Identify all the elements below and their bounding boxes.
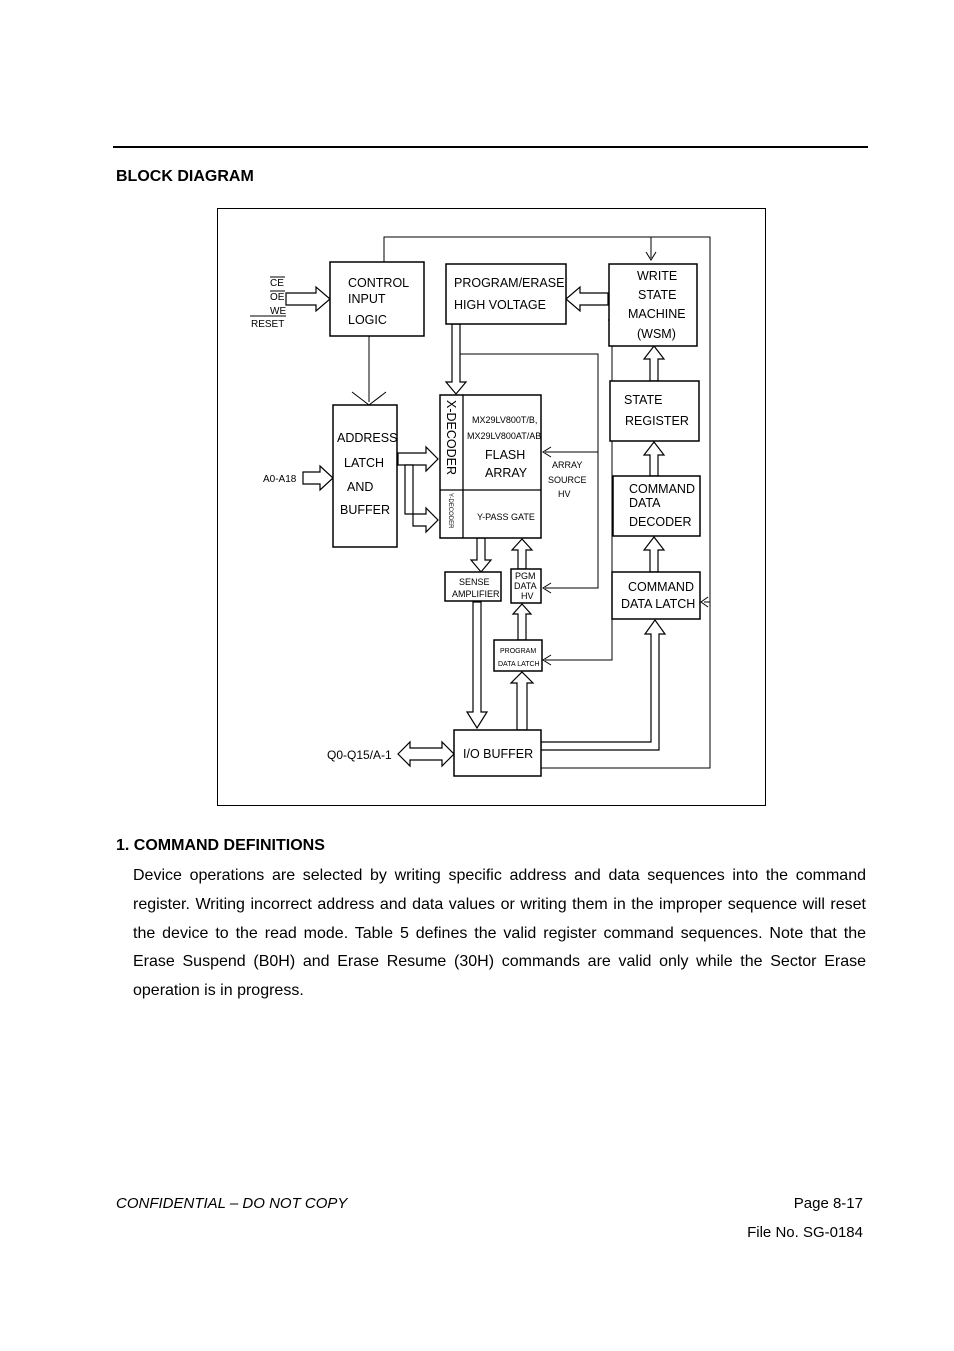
pgm-data-hv-label-2: DATA xyxy=(514,581,537,591)
wsm-label-2: STATE xyxy=(638,288,676,302)
sense-amplifier-label-2: AMPLIFIER xyxy=(452,589,500,599)
flash-array-box xyxy=(439,394,542,539)
flash-array-label-4: ARRAY xyxy=(485,466,528,480)
address-latch-label-4: BUFFER xyxy=(340,503,390,517)
array-source-label-3: HV xyxy=(558,489,571,499)
x-decoder-label: X-DECODER xyxy=(444,400,458,475)
program-data-latch-box xyxy=(493,639,543,672)
array-source-label-1: ARRAY xyxy=(552,460,582,470)
left-signals: CE OE WE RESET A0-A18 Q0-Q15/A-1 xyxy=(250,276,392,762)
flash-array-label-1: MX29LV800T/B, xyxy=(472,415,537,425)
flash-array-label-3: FLASH xyxy=(485,448,525,462)
flash-array-label-2: MX29LV800AT/AB xyxy=(467,431,541,441)
wsm-label-1: WRITE xyxy=(637,269,677,283)
write-state-machine-box xyxy=(608,263,698,347)
sense-amplifier-box xyxy=(444,571,502,602)
address-signal: A0-A18 xyxy=(263,474,297,485)
pgm-data-hv-box xyxy=(510,568,542,604)
y-pass-gate-label: Y-PASS GATE xyxy=(477,512,535,522)
program-data-latch-label-1: PROGRAM xyxy=(500,648,536,655)
control-logic-box xyxy=(329,261,425,337)
control-logic-label-3: LOGIC xyxy=(348,313,387,327)
program-erase-box xyxy=(445,263,567,325)
address-latch-label-2: LATCH xyxy=(344,456,384,470)
command-definitions-heading: 1. COMMAND DEFINITIONS xyxy=(116,837,325,854)
page-number: Page 8-17 xyxy=(793,1195,863,1212)
section-title: BLOCK DIAGRAM xyxy=(116,168,254,185)
array-source-label-2: SOURCE xyxy=(548,475,587,485)
pgm-data-hv-label-1: PGM xyxy=(515,571,536,581)
program-erase-label-2: HIGH VOLTAGE xyxy=(454,298,546,312)
command-definitions-paragraph: Device operations are selected by writin… xyxy=(133,867,866,1000)
diagram-arrows xyxy=(285,285,667,768)
control-logic-label-2: INPUT xyxy=(348,292,386,306)
y-decoder-label: Y-DECODER xyxy=(447,493,453,529)
program-data-latch-label-2: DATA LATCH xyxy=(498,661,540,668)
data-io-signal: Q0-Q15/A-1 xyxy=(327,748,392,762)
program-erase-label-1: PROGRAM/ERASE xyxy=(454,276,564,290)
wsm-label-4: (WSM) xyxy=(637,327,676,341)
file-number: File No. SG-0184 xyxy=(747,1224,863,1241)
command-data-latch-box xyxy=(611,571,701,620)
state-register-label-2: REGISTER xyxy=(625,414,689,428)
decoder-label-2: DATA xyxy=(629,496,661,510)
address-latch-box xyxy=(332,404,398,548)
pgm-data-hv-label-3: HV xyxy=(521,591,534,601)
state-register-label-1: STATE xyxy=(624,393,662,407)
address-latch-label-1: ADDRESS xyxy=(337,431,397,445)
sense-amplifier-label-1: SENSE xyxy=(459,577,490,587)
latch-label-2: DATA LATCH xyxy=(621,597,695,611)
state-register-box xyxy=(609,380,700,442)
latch-label-1: COMMAND xyxy=(628,580,694,594)
command-data-decoder-box xyxy=(612,475,701,537)
oe-signal: OE xyxy=(270,292,285,303)
decoder-label-3: DECODER xyxy=(629,515,692,529)
io-buffer-box xyxy=(453,729,542,777)
address-latch-label-3: AND xyxy=(347,480,373,494)
decoder-label-1: COMMAND xyxy=(629,482,695,496)
we-signal: WE xyxy=(270,306,286,317)
block-diagram-frame xyxy=(217,208,766,806)
ce-signal: CE xyxy=(270,278,284,289)
reset-signal: RESET xyxy=(251,319,284,330)
io-buffer-label: I/O BUFFER xyxy=(463,747,533,761)
control-logic-label-1: CONTROL xyxy=(348,276,409,290)
diagram-wires xyxy=(351,236,711,769)
header-rule xyxy=(113,146,868,148)
confidential-notice: CONFIDENTIAL – DO NOT COPY xyxy=(116,1195,348,1212)
wsm-label-3: MACHINE xyxy=(628,307,686,321)
